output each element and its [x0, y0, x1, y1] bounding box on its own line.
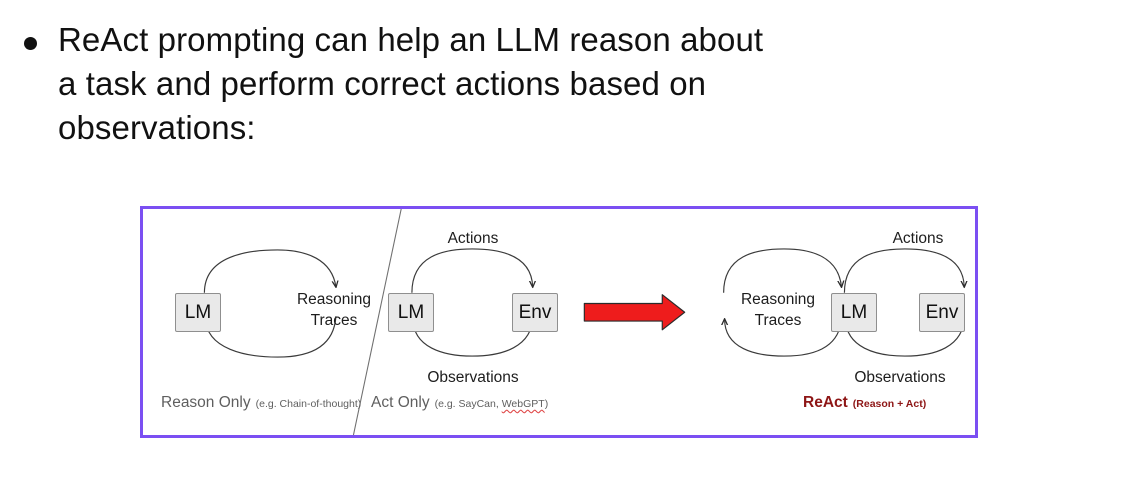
caption-act-only: Act Only (e.g. SayCan, WebGPT) — [371, 394, 548, 412]
node-lm-reason-only: LM — [175, 293, 221, 332]
act-only-observations-arrow — [413, 316, 534, 357]
node-lm-react: LM — [831, 293, 877, 332]
caption-act-only-sub-prefix: (e.g. SayCan, — [434, 398, 502, 410]
node-env-act-only: Env — [512, 293, 558, 332]
caption-act-only-sub-misspelled: WebGPT — [501, 398, 545, 410]
caption-act-only-sub-suffix: ) — [544, 398, 549, 410]
label-observations-react: Observations — [854, 369, 946, 386]
react-reasoning-loop-top — [723, 248, 842, 293]
red-transition-arrow — [583, 294, 686, 331]
caption-act-only-main: Act Only — [371, 394, 430, 411]
react-actions-arrow — [843, 248, 964, 293]
reason-only-loop-top — [203, 249, 336, 293]
bullet-dot-icon — [24, 37, 37, 50]
panel-divider — [352, 209, 402, 435]
caption-react-main: ReAct — [803, 394, 848, 411]
node-env-react: Env — [919, 293, 965, 332]
label-actions-act-only: Actions — [447, 230, 499, 247]
node-lm-act-only: LM — [388, 293, 434, 332]
label-reasoning-traces-react: Reasoning Traces — [740, 291, 816, 329]
caption-react: ReAct (Reason + Act) — [803, 394, 926, 412]
caption-reason-only-sub: (e.g. Chain-of-thought) — [255, 398, 362, 410]
reason-only-loop-bottom — [205, 316, 337, 358]
act-only-actions-arrow — [411, 248, 533, 293]
bullet-text: ReAct prompting can help an LLM reason a… — [58, 21, 764, 146]
caption-react-sub: (Reason + Act) — [852, 398, 927, 410]
bullet-block: ReAct prompting can help an LLM reason a… — [24, 18, 1094, 150]
caption-act-only-sub: (e.g. SayCan, WebGPT) — [435, 398, 549, 410]
label-observations-act-only: Observations — [427, 369, 519, 386]
label-reasoning-traces-reason-only: Reasoning Traces — [296, 291, 372, 329]
react-reasoning-loop-bottom — [725, 318, 843, 357]
label-actions-react: Actions — [892, 230, 944, 247]
react-observations-arrow — [845, 316, 965, 357]
react-diagram-figure: LM Reasoning Traces Reason Only (e.g. Ch… — [140, 206, 978, 438]
diagram-vector-layer — [143, 209, 975, 435]
caption-reason-only: Reason Only (e.g. Chain-of-thought) — [161, 394, 361, 412]
caption-reason-only-main: Reason Only — [161, 394, 251, 411]
